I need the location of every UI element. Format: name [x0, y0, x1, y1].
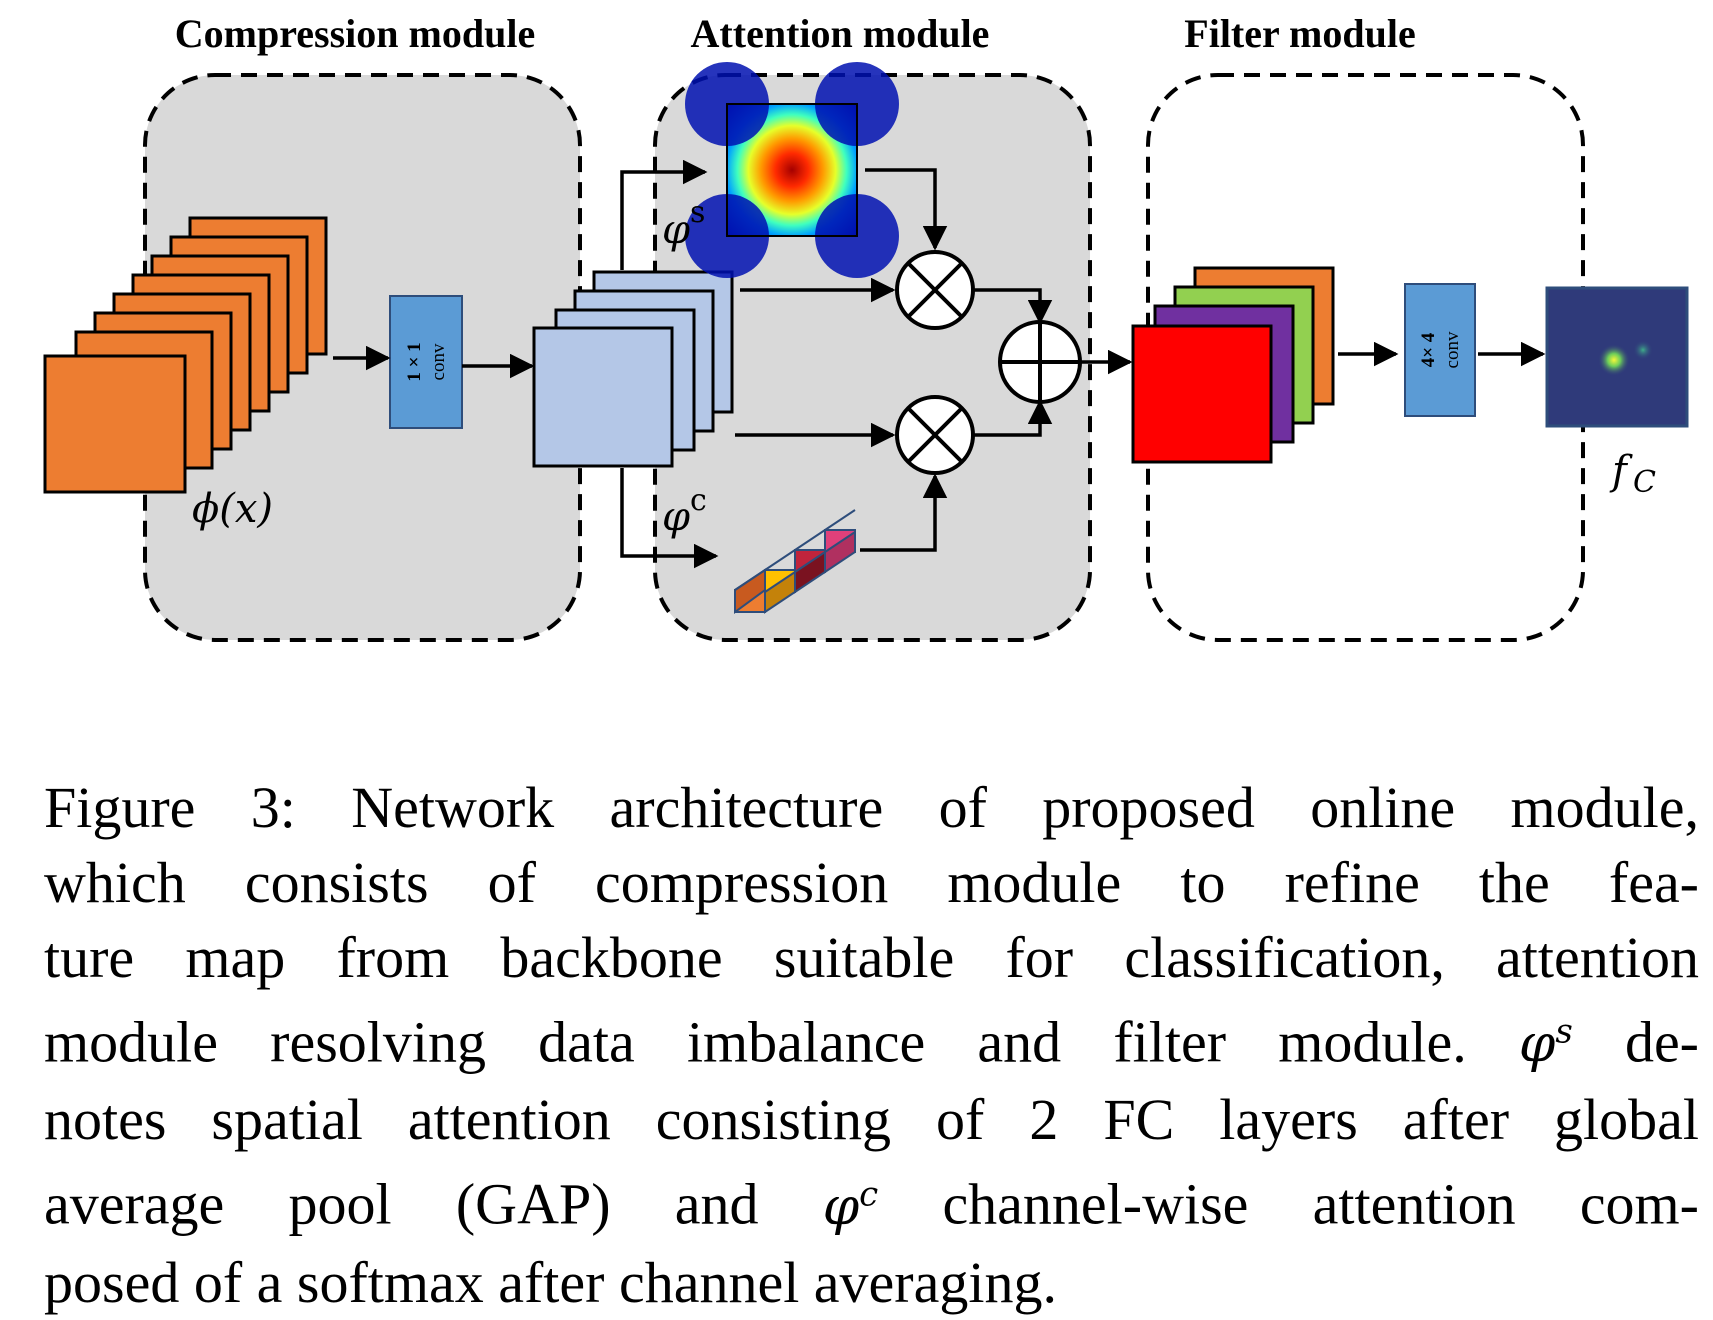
caption-line-6-text: average pool (GAP) and	[44, 1171, 759, 1237]
caption-phi-c: φc	[822, 1174, 879, 1237]
caption-phi-c-base: φ	[822, 1176, 860, 1237]
channel-phi-label: φ	[662, 494, 690, 540]
spatial-phi-sup: s	[690, 195, 705, 230]
spatial-attention-map	[685, 62, 899, 278]
sum-node	[998, 320, 1082, 404]
caption-phi-c-sup: c	[859, 1174, 879, 1215]
input-label: ϕ(x)	[192, 486, 273, 532]
spatial-phi-label: φ	[662, 207, 690, 253]
architecture-diagram: Compression module Attention module Filt…	[43, 11, 1689, 642]
caption-phi-s-base: φ	[1518, 1014, 1556, 1075]
output-label: f	[1609, 448, 1633, 494]
channel-attention-vector	[734, 509, 856, 614]
conv-4x4-label-top: 4× 4	[1418, 332, 1439, 367]
caption-line-6-tail: channel-wise attention com-	[942, 1171, 1699, 1237]
multiply-node-bottom	[895, 395, 975, 475]
output-sub: C	[1633, 465, 1656, 500]
caption-phi-s-sup: s	[1555, 1012, 1573, 1052]
caption-line-5: notes spatial attention consisting of 2 …	[44, 1087, 1699, 1153]
caption-line-6: average pool (GAP) and φc channel-wise a…	[44, 1157, 1699, 1244]
arrow-to-spatial	[620, 159, 708, 270]
filter-feature-stack	[1131, 266, 1335, 464]
compression-module-title: Compression module	[175, 11, 535, 56]
conv-4x4-label-bottom: conv	[1442, 331, 1463, 368]
caption-line-4: module resolving data imbalance and filt…	[44, 995, 1699, 1082]
channel-phi-sup: c	[690, 483, 707, 518]
caption-line-7: posed of a softmax after channel averagi…	[44, 1249, 1057, 1315]
figure-caption: Figure 3: Network architecture of propos…	[44, 770, 1699, 1320]
caption-line-2: which consists of compression module to …	[44, 850, 1699, 915]
caption-line-1: Figure 3: Network architecture of propos…	[44, 775, 1699, 840]
arrow-to-channel	[620, 468, 719, 569]
multiply-node-top	[895, 250, 975, 330]
output-response-map	[1545, 286, 1689, 428]
compressed-feature-stack	[532, 270, 734, 468]
arrow-mult-top-to-sum	[973, 288, 1053, 325]
input-feature-map-stack	[43, 216, 328, 494]
caption-line-4-tail: de-	[1624, 1009, 1699, 1075]
conv-1x1-label-top: 1 × 1	[404, 342, 425, 381]
conv-4x4-block	[1404, 283, 1476, 417]
conv-1x1-block	[389, 295, 463, 429]
attention-module-title: Attention module	[691, 11, 990, 56]
caption-line-4-text: module resolving data imbalance and filt…	[44, 1009, 1467, 1075]
arrow-channel-to-mult	[860, 473, 948, 552]
caption-line-3: ture map from backbone suitable for clas…	[44, 925, 1699, 990]
filter-module-title: Filter module	[1184, 11, 1415, 56]
arrow-spatial-to-mult	[865, 168, 948, 251]
arrow-mult-bottom-to-sum	[973, 399, 1053, 437]
caption-phi-s: φs	[1518, 1012, 1573, 1075]
conv-1x1-label-bottom: conv	[428, 343, 449, 380]
